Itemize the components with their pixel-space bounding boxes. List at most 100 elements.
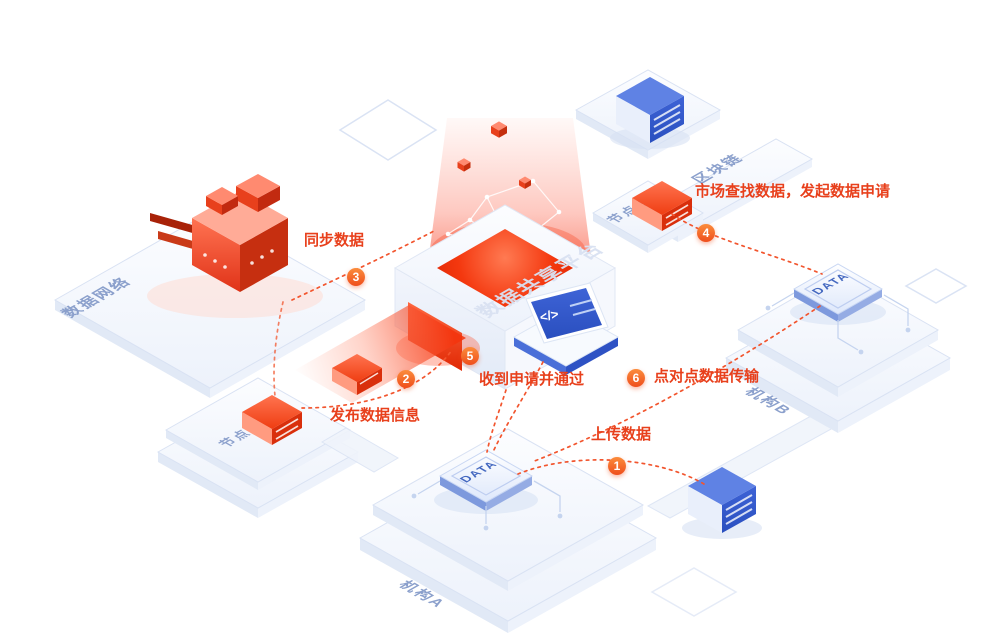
flow-lines (273, 213, 823, 485)
factory-pipe (158, 231, 200, 251)
cube-left (457, 162, 464, 172)
chip-top (438, 449, 534, 503)
flow-upload-data (517, 459, 705, 485)
server-face-left (616, 96, 650, 143)
constellation-node (467, 217, 473, 223)
constellation-node (530, 178, 536, 184)
laptop-screen (531, 288, 602, 339)
step6-badge: 6 (627, 369, 645, 387)
platform-side (648, 213, 703, 253)
platform-side (360, 538, 508, 633)
chip-top (792, 263, 884, 315)
platform-side (838, 358, 950, 433)
factory-roofbox (206, 196, 222, 215)
factory-window (213, 259, 217, 263)
factory-roofbox-top (236, 174, 280, 198)
server-top (332, 354, 382, 382)
step5-label: 收到申请并通过 (479, 371, 585, 388)
chip-side (440, 476, 486, 511)
platform-side (726, 358, 838, 433)
circuit-trace (837, 320, 859, 351)
cube-right (499, 126, 507, 138)
factory-window (270, 249, 274, 253)
factory-window (223, 265, 227, 269)
server-face-left (242, 412, 272, 445)
factory-roofbox (222, 196, 238, 215)
flow-market-apply (671, 213, 823, 275)
platform-side (158, 452, 258, 518)
server-face-left (332, 368, 357, 395)
platform-side (508, 505, 643, 591)
platform-node-a: 节点A (156, 377, 360, 518)
code-icon: </> (538, 306, 560, 325)
screen-line (569, 299, 593, 307)
platform-side (593, 213, 648, 253)
circuit-dot (858, 349, 864, 355)
server-vent (665, 211, 689, 226)
laptop-base-side (566, 337, 618, 375)
server-top (688, 467, 756, 505)
platform-side (166, 430, 258, 490)
step4-label: 市场查找数据，发起数据申请 (695, 183, 891, 200)
platform-side (55, 300, 210, 398)
hub-core-red (437, 229, 573, 307)
factory-roofbox (258, 186, 280, 212)
cube-top (457, 158, 471, 166)
chip-side (486, 476, 532, 511)
circuit-dot (557, 513, 563, 519)
factory-window (250, 261, 254, 265)
step6-label: 点对点数据传输 (654, 368, 760, 385)
decor-tile-right (904, 268, 968, 304)
step2-badge: 2 (397, 370, 415, 388)
server-vent (653, 104, 681, 121)
server-vent (725, 501, 753, 518)
circuit-dot (765, 305, 771, 311)
cube-icon (519, 176, 531, 189)
cube-icon (457, 158, 471, 172)
circuit-trace (417, 480, 441, 495)
server-vent (275, 418, 299, 433)
server-vent (653, 111, 681, 128)
cube-icon (491, 121, 507, 138)
factory-pipe (150, 213, 196, 234)
walkway-nodea-to-bottom (321, 427, 399, 473)
platform-side (678, 159, 812, 242)
server-vent (359, 372, 379, 385)
chip-side (838, 289, 882, 322)
flow-approve-a (486, 389, 507, 453)
platform-org-b: 机构B (724, 272, 952, 433)
chip-data-bottom: DATA (411, 449, 563, 531)
chip-data-right: DATA (765, 263, 911, 355)
server-vent (725, 508, 753, 525)
server-face-left (688, 486, 722, 533)
server-vent (665, 204, 689, 219)
server-top (242, 395, 302, 429)
factory-face-right (240, 218, 288, 292)
step3-label: 同步数据 (304, 232, 365, 249)
factory-window (203, 253, 207, 257)
factory-building (147, 174, 323, 318)
platform-side (508, 538, 656, 633)
platform-side (838, 330, 938, 397)
constellation-node (556, 209, 562, 215)
factory-glow (147, 274, 323, 318)
circuit-dot (905, 327, 911, 333)
circuit-dot (411, 493, 417, 499)
server-red-node-a (242, 395, 302, 445)
step2-label: 发布数据信息 (330, 407, 421, 424)
platform-side (738, 330, 838, 397)
decor-outline-tiles (338, 99, 968, 617)
platform-side (373, 505, 508, 591)
chip-inner-border (803, 269, 873, 309)
flow-p2p-transfer (531, 305, 821, 463)
decor-tile-bottom (650, 567, 738, 617)
constellation-node (484, 194, 490, 200)
server-red-small (332, 354, 382, 395)
flow-publish-info (301, 349, 453, 409)
floating-cube-icons (457, 121, 531, 189)
flow-approve-b (492, 361, 544, 453)
chip-side (794, 289, 838, 322)
factory-face-left (192, 218, 240, 292)
